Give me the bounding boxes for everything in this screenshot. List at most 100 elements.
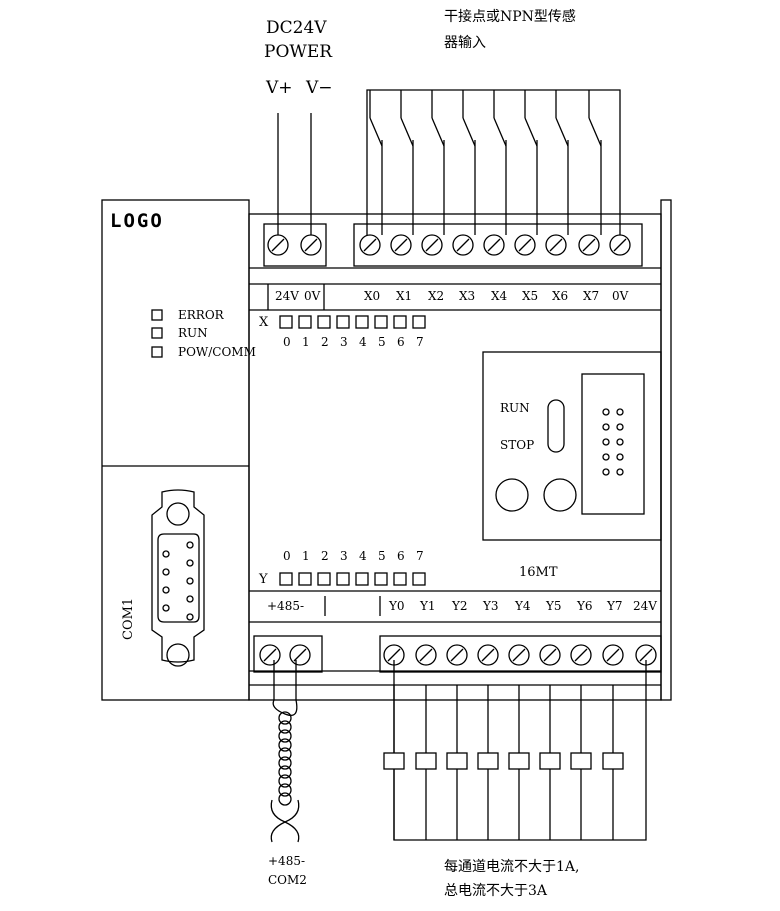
bottom-label-24v: 24V (633, 599, 657, 613)
x-led-num-5: 5 (378, 335, 386, 349)
bottom-label-y2: Y2 (452, 599, 468, 613)
top-label-x1: X1 (396, 289, 413, 303)
twisted-pair-bead-2 (278, 729, 292, 743)
y-led-4 (355, 572, 369, 586)
com2-line2: COM2 (268, 873, 307, 887)
screw-bottom-485-plus-slot (263, 648, 277, 662)
output-load-5 (539, 752, 561, 770)
model-label: 16MT (519, 565, 558, 580)
output-load-0 (383, 752, 405, 770)
twisted-pair-bead-9 (278, 792, 292, 806)
vplus-label: V+ (266, 78, 293, 98)
status-label-pow-comm: POW/COMM (178, 345, 256, 359)
twisted-pair-bead-8 (278, 783, 292, 797)
top-terminal-block-inputs (353, 223, 643, 267)
power-title-line2: POWER (264, 42, 333, 62)
expansion-pin-l-0 (602, 408, 610, 416)
twisted-pair-bead-0 (278, 711, 292, 725)
screw-top-input-6 (545, 234, 567, 256)
y-led-num-7: 7 (416, 549, 424, 563)
screw-top-input-8-slot (613, 238, 627, 252)
screw-top-input-2 (421, 234, 443, 256)
screw-bottom-485-plus (259, 644, 281, 666)
com1-label: COM1 (121, 597, 136, 640)
bottom-label-y0: Y0 (389, 599, 405, 613)
screw-top-input-2-slot (425, 238, 439, 252)
db9-pin-8 (186, 613, 194, 621)
output-load-4 (508, 752, 530, 770)
db9-pin-7 (186, 595, 194, 603)
screw-bottom-output-5 (539, 644, 561, 666)
bottom-terminal-block-485 (253, 635, 323, 673)
run-stop-switch[interactable] (547, 399, 565, 453)
screw-top-0v (300, 234, 322, 256)
top-label-x4: X4 (491, 289, 508, 303)
screw-bottom-output-4-slot (512, 648, 526, 662)
screw-top-input-3-slot (456, 238, 470, 252)
top-label-x2: X2 (428, 289, 445, 303)
bottom-terminal-block-outputs (379, 635, 662, 673)
expansion-pin-r-1 (616, 423, 624, 431)
top-label-x7: X7 (583, 289, 600, 303)
screw-top-input-4-slot (487, 238, 501, 252)
bottom-label-y6: Y6 (577, 599, 593, 613)
screw-bottom-output-2-slot (450, 648, 464, 662)
y-led-prefix: Y (259, 572, 268, 587)
x-led-2 (317, 315, 331, 329)
bottom-label-y1: Y1 (420, 599, 436, 613)
output-load-6 (570, 752, 592, 770)
twisted-pair-bead-5 (278, 756, 292, 770)
switch-contact-5 (524, 117, 538, 147)
x-led-num-0: 0 (283, 335, 291, 349)
db9-screw-bottom (166, 643, 190, 667)
bottom-label-y3: Y3 (483, 599, 499, 613)
expansion-pin-r-3 (616, 453, 624, 461)
screw-top-24v (267, 234, 289, 256)
output-load-3 (477, 752, 499, 770)
db9-face (157, 533, 200, 623)
expansion-pin-r-4 (616, 468, 624, 476)
screw-bottom-output-2 (446, 644, 468, 666)
expansion-pin-l-2 (602, 438, 610, 446)
y-led-num-4: 4 (359, 549, 367, 563)
top-terminal-block-power (263, 223, 327, 267)
brand-logo: LOGO (110, 210, 164, 232)
x-led-num-1: 1 (302, 335, 310, 349)
x-led-num-7: 7 (416, 335, 424, 349)
screw-bottom-output-3-slot (481, 648, 495, 662)
expansion-pin-l-3 (602, 453, 610, 461)
top-label-0v: 0V (612, 289, 629, 303)
x-led-num-6: 6 (397, 335, 405, 349)
screw-bottom-output-3 (477, 644, 499, 666)
y-led-3 (336, 572, 350, 586)
led-pow-comm (151, 346, 163, 358)
db9-pin-0 (162, 550, 170, 558)
y-led-num-5: 5 (378, 549, 386, 563)
db9-pin-6 (186, 577, 194, 585)
x-led-6 (393, 315, 407, 329)
twisted-pair-bead-1 (278, 720, 292, 734)
twisted-pair-bead-6 (278, 765, 292, 779)
screw-top-input-7-slot (582, 238, 596, 252)
button-left[interactable] (495, 478, 529, 512)
x-led-0 (279, 315, 293, 329)
screw-bottom-output-0 (383, 644, 405, 666)
bottom-label-y7: Y7 (607, 599, 623, 613)
led-error (151, 309, 163, 321)
com2-line1: +485- (268, 854, 306, 868)
expansion-pin-l-4 (602, 468, 610, 476)
switch-contact-4 (493, 117, 507, 147)
switch-contact-7 (588, 117, 602, 147)
x-led-7 (412, 315, 426, 329)
y-led-num-1: 1 (302, 549, 310, 563)
screw-top-input-5-slot (518, 238, 532, 252)
screw-top-input-1-slot (394, 238, 408, 252)
button-right[interactable] (543, 478, 577, 512)
twisted-pair-bead-3 (278, 738, 292, 752)
screw-bottom-output-4 (508, 644, 530, 666)
screw-top-input-3 (452, 234, 474, 256)
y-led-num-2: 2 (321, 549, 329, 563)
screw-bottom-485-minus-slot (293, 648, 307, 662)
